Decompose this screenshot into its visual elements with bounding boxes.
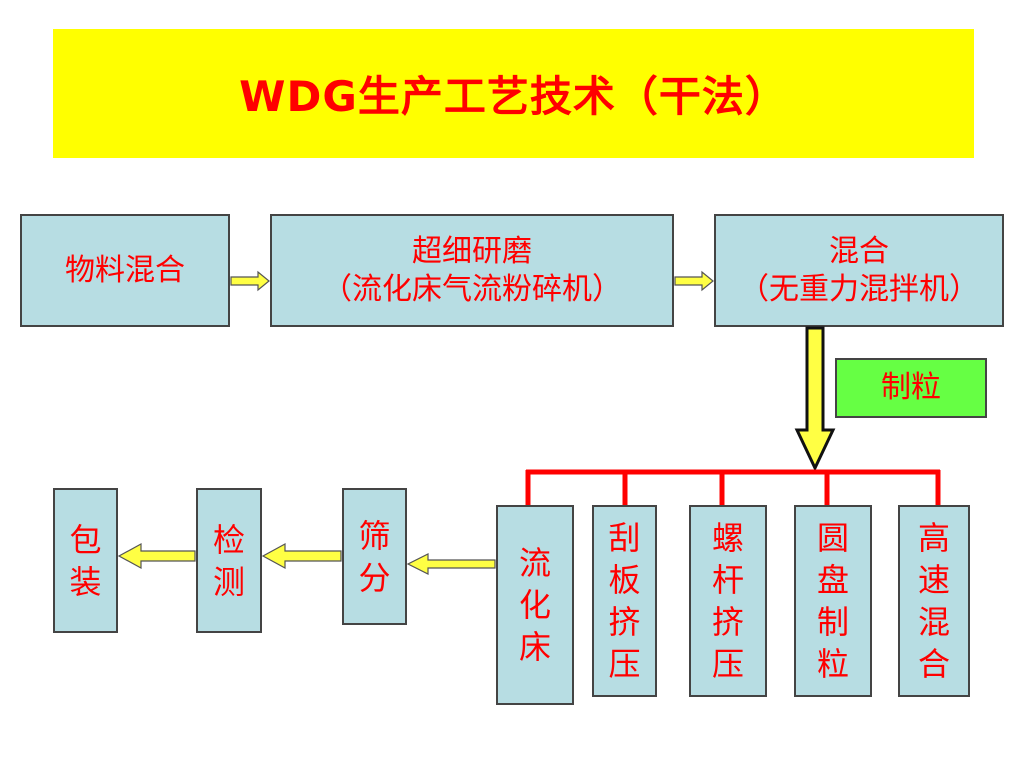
box-inspection: 检 测 [196, 488, 262, 633]
method-scraper-extrusion: 刮 板 挤 压 [592, 505, 657, 697]
box-packaging: 包 装 [53, 488, 118, 633]
page-title: WDG生产工艺技术（干法） [239, 72, 788, 121]
arrow-fluidbed-to-sieve [406, 553, 496, 575]
granulation-branch [525, 469, 941, 505]
box-blending: 混合 （无重力混拌机） [714, 214, 1004, 327]
arrow-blend-to-granulation [794, 326, 836, 472]
arrow-grind-to-blend [674, 270, 714, 292]
box-ultrafine-grinding: 超细研磨 （流化床气流粉碎机） [270, 214, 674, 327]
arrow-mix-to-grind [230, 270, 270, 292]
arrow-sieve-to-inspect [261, 542, 342, 570]
method-fluid-bed: 流 化 床 [496, 505, 574, 705]
box-material-mixing: 物料混合 [20, 214, 230, 327]
method-high-speed-mixing: 高 速 混 合 [898, 505, 970, 697]
title-banner: WDG生产工艺技术（干法） [53, 29, 974, 158]
box-sieving: 筛 分 [342, 488, 407, 625]
arrow-inspect-to-pack [117, 542, 196, 570]
box-granulation-label: 制粒 [835, 358, 987, 418]
method-screw-extrusion: 螺 杆 挤 压 [689, 505, 767, 697]
method-disc-granulation: 圆 盘 制 粒 [794, 505, 872, 697]
